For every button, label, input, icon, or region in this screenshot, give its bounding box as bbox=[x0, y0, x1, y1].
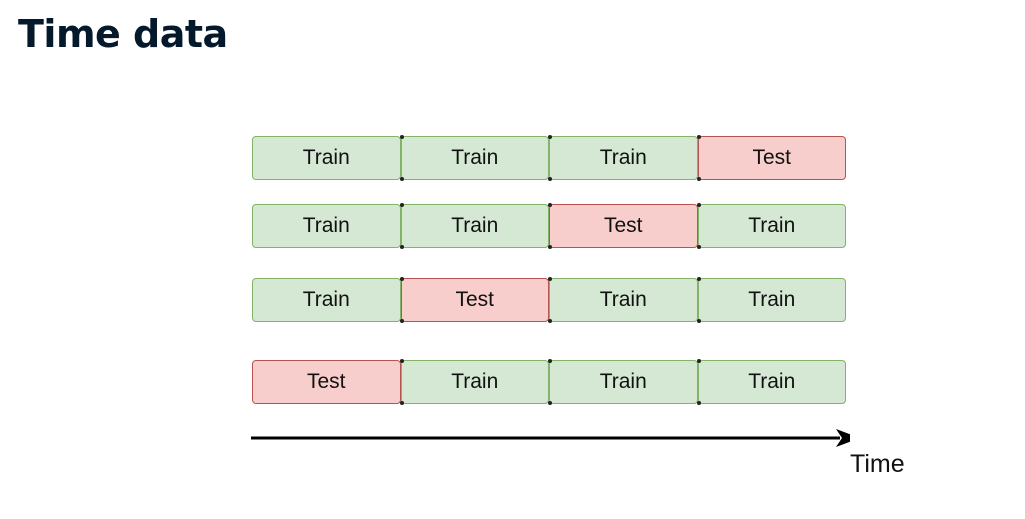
fold-3-segment-2: Test bbox=[399, 277, 549, 323]
fold-2-segment-3: Test bbox=[548, 203, 698, 249]
segment-boundary-dot bbox=[399, 277, 404, 281]
fold-1-segment-4: Test bbox=[696, 135, 846, 181]
page-title: Time data bbox=[18, 12, 228, 56]
segment-boundary-dot bbox=[399, 359, 404, 363]
segment-boundary-dot bbox=[696, 135, 701, 139]
time-arrow-head bbox=[836, 429, 850, 447]
fold-2-segment-4: Train bbox=[696, 203, 846, 249]
segment-boundary-dot bbox=[548, 203, 552, 207]
segment-boundary-dot bbox=[548, 135, 552, 139]
fold-1-segment-1: Train bbox=[252, 136, 401, 180]
fold-4-segment-4: Train bbox=[696, 359, 846, 405]
segment-boundary-dot bbox=[399, 319, 404, 323]
segment-boundary-dot bbox=[696, 319, 701, 323]
fold-2-segment-2: Train bbox=[399, 203, 549, 249]
fold-row-3: Train Test Train Train bbox=[252, 277, 846, 323]
segment-boundary-dot bbox=[399, 245, 404, 249]
segment-boundary-dot bbox=[548, 319, 552, 323]
fold-row-1: Train Train Train Test bbox=[252, 135, 846, 181]
segment-boundary-dot bbox=[399, 177, 404, 181]
segment-boundary-dot bbox=[696, 245, 701, 249]
segment-boundary-dot bbox=[696, 359, 701, 363]
fold-row-2: Train Train Test Train bbox=[252, 203, 846, 249]
cross-validation-diagram: Train Train Train Test Train Train Test … bbox=[250, 134, 905, 479]
segment-boundary-dot bbox=[399, 135, 404, 139]
segment-boundary-dot bbox=[696, 401, 701, 405]
segment-boundary-dot bbox=[548, 277, 552, 281]
fold-4-segment-1: Test bbox=[252, 360, 401, 404]
fold-4-segment-3: Train bbox=[548, 359, 698, 405]
segment-boundary-dot bbox=[696, 277, 701, 281]
fold-1-segment-2: Train bbox=[399, 135, 549, 181]
fold-2-segment-1: Train bbox=[252, 204, 401, 248]
segment-boundary-dot bbox=[548, 401, 552, 405]
fold-1-segment-3: Train bbox=[548, 135, 698, 181]
segment-boundary-dot bbox=[548, 177, 552, 181]
fold-row-4: Test Train Train Train bbox=[252, 359, 846, 405]
time-arrow-icon bbox=[251, 429, 850, 447]
segment-boundary-dot bbox=[399, 203, 404, 207]
time-axis-label: Time bbox=[850, 450, 905, 478]
segment-boundary-dot bbox=[548, 245, 552, 249]
segment-boundary-dot bbox=[548, 359, 552, 363]
segment-boundary-dot bbox=[399, 401, 404, 405]
fold-3-segment-4: Train bbox=[696, 277, 846, 323]
segment-boundary-dot bbox=[696, 177, 701, 181]
segment-boundary-dot bbox=[696, 203, 701, 207]
fold-3-segment-1: Train bbox=[252, 278, 401, 322]
fold-4-segment-2: Train bbox=[399, 359, 549, 405]
fold-3-segment-3: Train bbox=[548, 277, 698, 323]
